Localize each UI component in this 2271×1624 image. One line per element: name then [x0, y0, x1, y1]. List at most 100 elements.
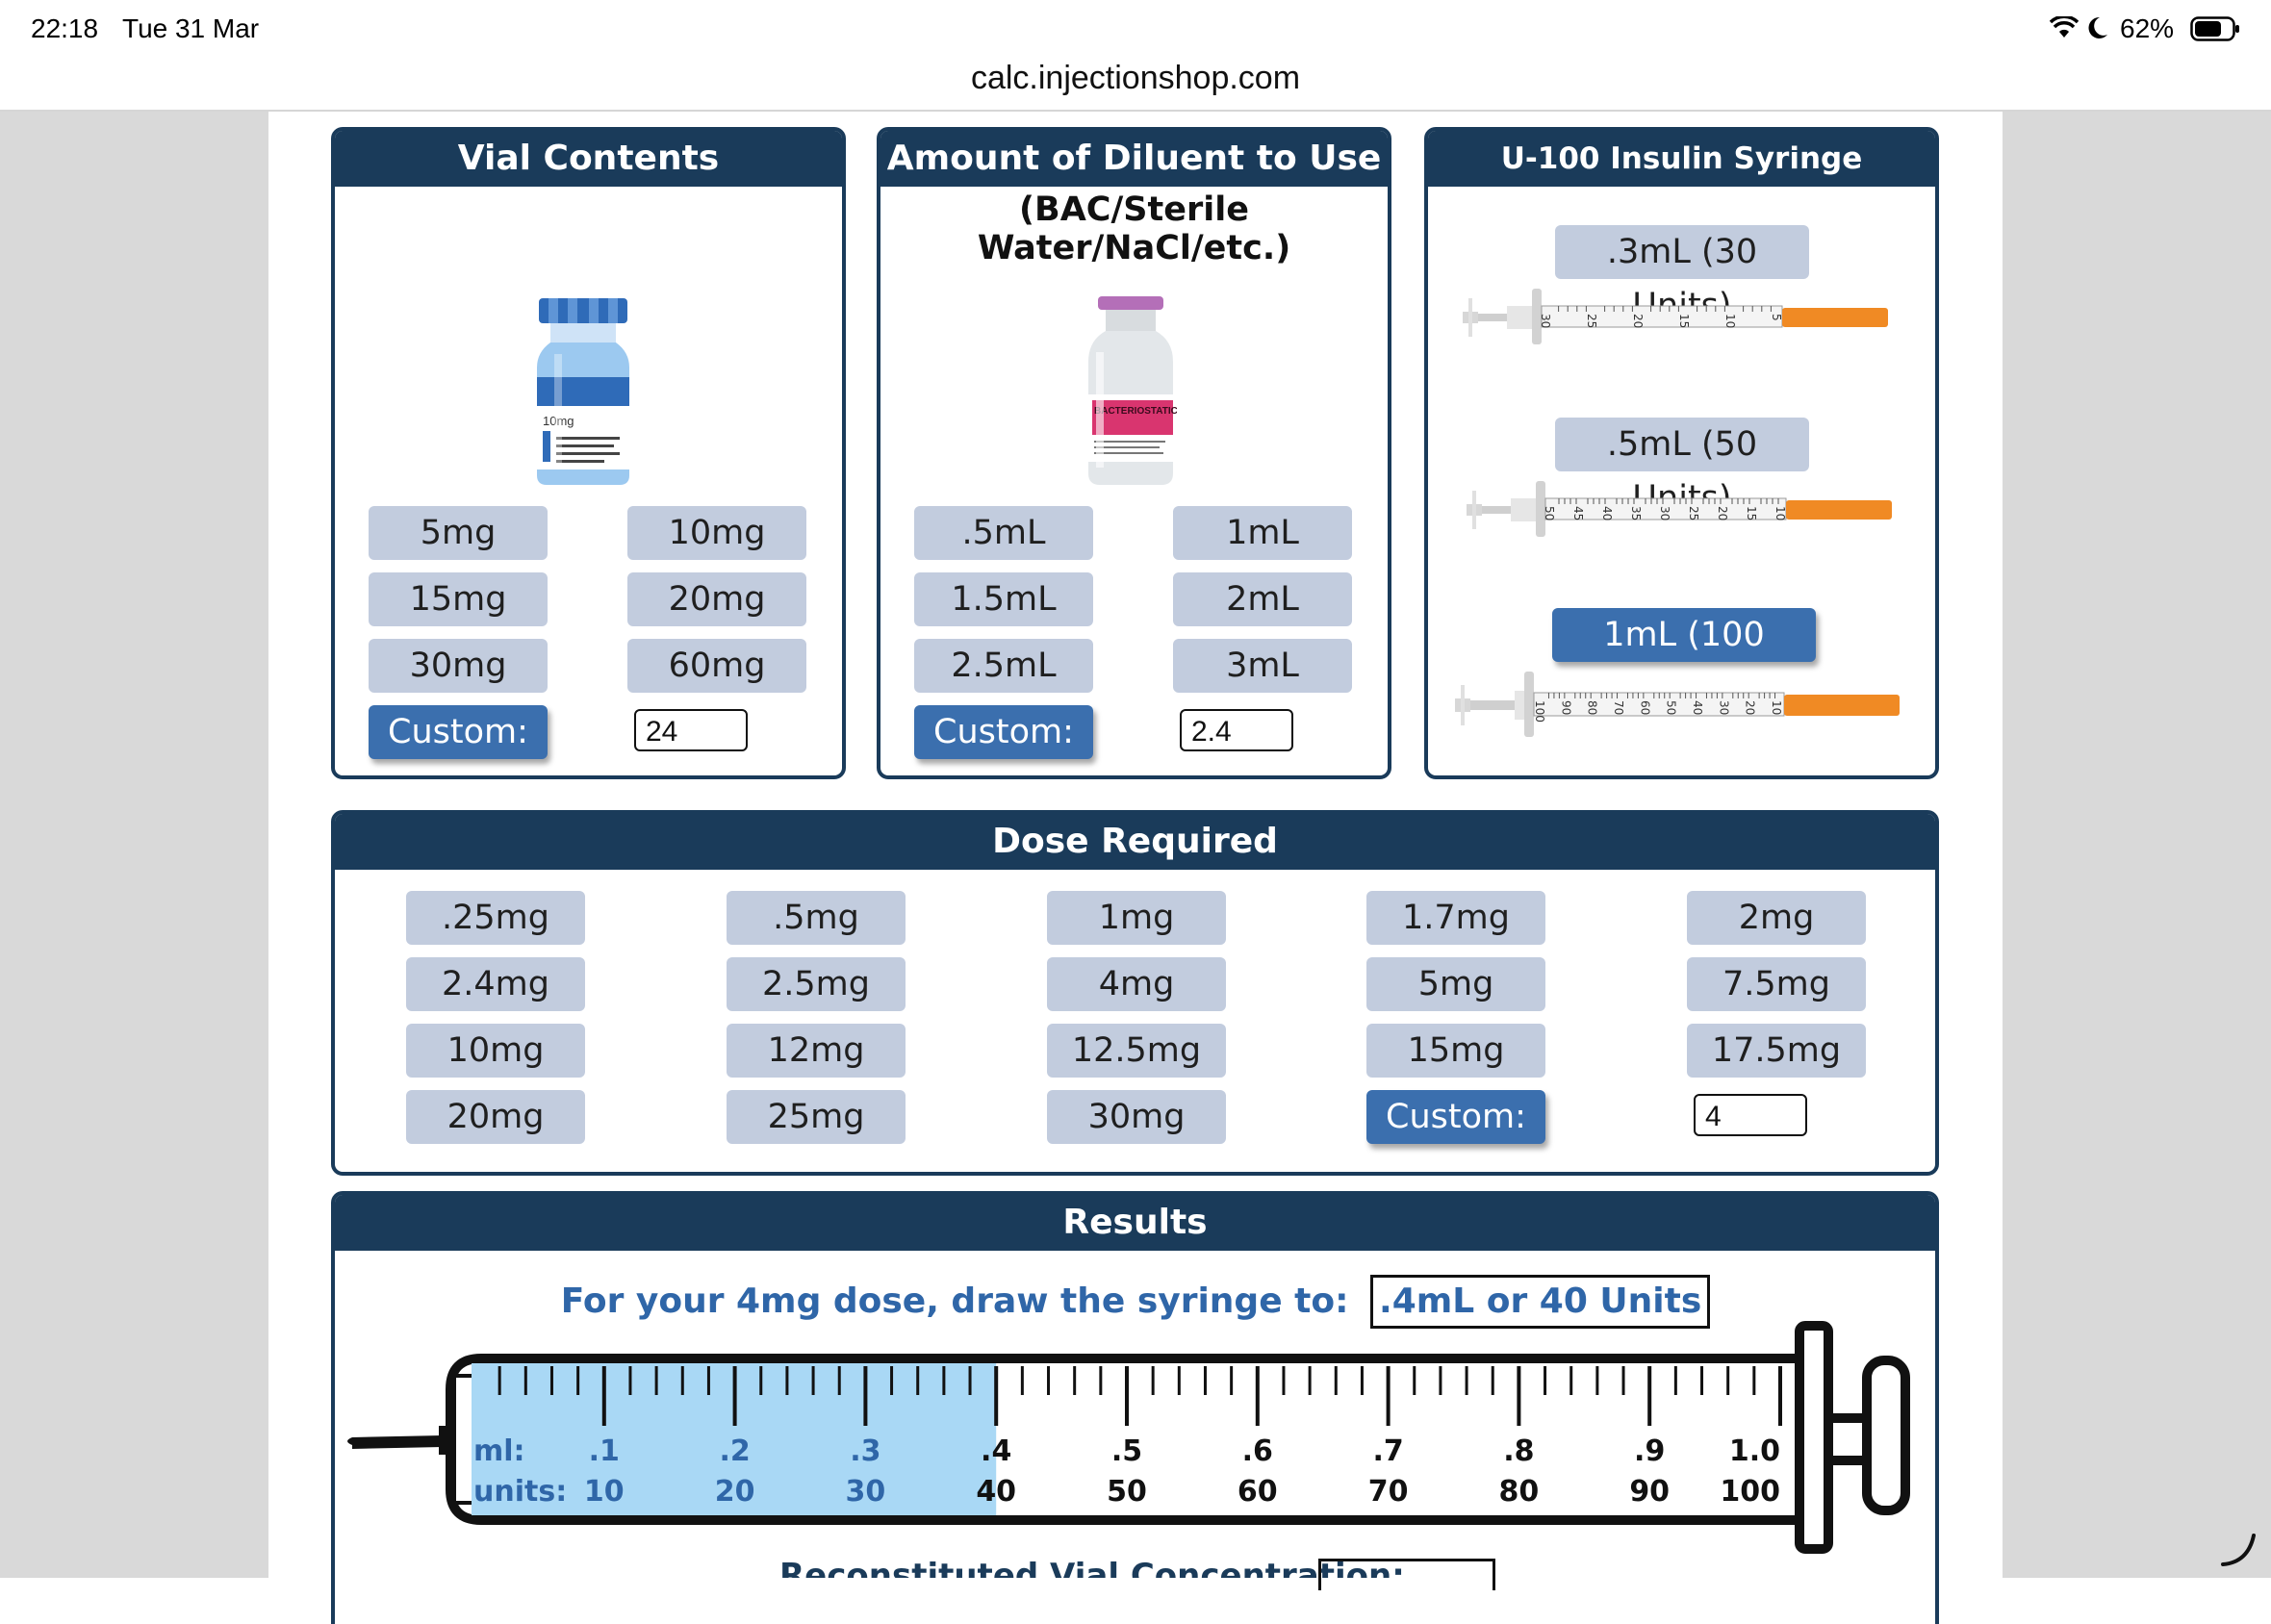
- concentration-value-box: [1318, 1559, 1495, 1590]
- syringe-scale-label: 10: [1773, 506, 1787, 520]
- ml-tick-label: .6: [1242, 1434, 1273, 1468]
- dose-option-0-5mg[interactable]: .5mg: [727, 891, 906, 945]
- syringe-size-panel: U-100 Insulin Syringe Size/Capacity .3mL…: [1424, 127, 1939, 779]
- panel-title: Dose Required: [335, 814, 1935, 870]
- scale-labels: .110.220.330.440.550.660.770.880.9901.01…: [584, 1434, 1780, 1509]
- syringe-scale-label: 90: [1559, 700, 1572, 715]
- dose-option-2-4mg[interactable]: 2.4mg: [406, 957, 585, 1011]
- ml-tick-label: .3: [850, 1434, 880, 1468]
- dose-option-12mg[interactable]: 12mg: [727, 1024, 906, 1078]
- syringe-scale-label: 30: [1539, 314, 1552, 328]
- syringe-scale-label: 30: [1658, 506, 1671, 520]
- calculator-page: Vial Contents 10mg 5mg 10mg 15mg 20mg 30…: [268, 112, 2003, 1624]
- diluent-option-1ml[interactable]: 1mL: [1173, 506, 1352, 560]
- ml-tick-label: .2: [719, 1434, 750, 1468]
- dose-option-0-25mg[interactable]: .25mg: [406, 891, 585, 945]
- dose-option-5mg[interactable]: 5mg: [1366, 957, 1545, 1011]
- unit-tick-label: 60: [1238, 1475, 1278, 1509]
- diluent-option-3ml[interactable]: 3mL: [1173, 639, 1352, 693]
- panel-title: Results: [335, 1195, 1935, 1251]
- syringe-scale-label: 25: [1585, 314, 1598, 328]
- diluent-option-2-5ml[interactable]: 2.5mL: [914, 639, 1093, 693]
- dose-option-30mg[interactable]: 30mg: [1047, 1090, 1226, 1144]
- bacteriostatic-water-vial-icon: BACTERIOSTATIC WATER: [1088, 296, 1177, 485]
- syringe-scale-label: 10: [1723, 314, 1737, 328]
- dose-option-4mg[interactable]: 4mg: [1047, 957, 1226, 1011]
- dose-option-25mg[interactable]: 25mg: [727, 1090, 906, 1144]
- diluent-vial-label: BACTERIOSTATIC WATER: [1094, 406, 1177, 417]
- syringe-option-0-5ml[interactable]: .5mL (50 Units): [1555, 418, 1809, 518]
- unit-tick-label: 50: [1107, 1475, 1147, 1509]
- syringe-scale-label: 30: [1717, 700, 1730, 715]
- diluent-custom-button[interactable]: Custom:: [914, 705, 1093, 759]
- address-bar[interactable]: calc.injectionshop.com: [0, 58, 2271, 110]
- syringe-scale-label: 40: [1691, 700, 1704, 715]
- ml-tick-label: .1: [589, 1434, 620, 1468]
- diluent-option-0-5ml[interactable]: .5mL: [914, 506, 1093, 560]
- syringe-scale-label: 20: [1631, 314, 1645, 328]
- syringe-scale-label: 100: [1533, 700, 1546, 723]
- dose-option-15mg[interactable]: 15mg: [1366, 1024, 1545, 1078]
- vial-label: 10mg: [543, 414, 574, 428]
- vial-option-5mg[interactable]: 5mg: [369, 506, 548, 560]
- unit-tick-label: 100: [1720, 1475, 1780, 1509]
- dose-required-panel: Dose Required .25mg .5mg 1mg 1.7mg 2mg 2…: [331, 810, 1939, 1176]
- concentration-line: Reconstituted Vial Concentration:: [779, 1557, 1405, 1578]
- dose-custom-input[interactable]: 4: [1694, 1094, 1807, 1136]
- panel-subtitle: (BAC/Sterile Water/NaCl/etc.): [977, 190, 1291, 267]
- ml-tick-label: .8: [1503, 1434, 1534, 1468]
- diluent-custom-input[interactable]: 2.4: [1180, 709, 1293, 751]
- dose-option-2mg[interactable]: 2mg: [1687, 891, 1866, 945]
- vial-option-20mg[interactable]: 20mg: [627, 572, 806, 626]
- moon-icon: [2088, 16, 2107, 38]
- status-bar: 22:18 Tue 31 Mar 62%: [0, 0, 2271, 58]
- dose-option-17-5mg[interactable]: 17.5mg: [1687, 1024, 1866, 1078]
- syringe-scale-label: 15: [1745, 506, 1758, 520]
- vial-option-15mg[interactable]: 15mg: [369, 572, 548, 626]
- result-answer: .4mL or 40 Units: [1370, 1275, 1711, 1329]
- unit-tick-label: 30: [846, 1475, 886, 1509]
- dose-option-12-5mg[interactable]: 12.5mg: [1047, 1024, 1226, 1078]
- vial-option-30mg[interactable]: 30mg: [369, 639, 548, 693]
- wifi-icon: [2050, 16, 2079, 38]
- ml-tick-label: 1.0: [1729, 1434, 1780, 1468]
- syringe-option-1ml[interactable]: 1mL (100 Units): [1552, 608, 1816, 708]
- dose-option-1mg[interactable]: 1mg: [1047, 891, 1226, 945]
- vial-custom-input[interactable]: 24: [634, 709, 748, 751]
- ml-axis-label: ml:: [473, 1434, 525, 1468]
- vial-option-60mg[interactable]: 60mg: [627, 639, 806, 693]
- diluent-option-2ml[interactable]: 2mL: [1173, 572, 1352, 626]
- syringe-option-0-3ml[interactable]: .3mL (30 Units): [1555, 225, 1809, 325]
- syringe-scale-label: 45: [1571, 506, 1585, 520]
- syringe-scale-label: 20: [1744, 700, 1757, 715]
- dose-custom-button[interactable]: Custom:: [1366, 1090, 1545, 1144]
- divider: [0, 110, 2271, 112]
- needle: [347, 1435, 443, 1449]
- dose-option-2-5mg[interactable]: 2.5mg: [727, 957, 906, 1011]
- dose-option-20mg[interactable]: 20mg: [406, 1090, 585, 1144]
- dose-option-10mg[interactable]: 10mg: [406, 1024, 585, 1078]
- panel-title: Amount of Diluent to Use: [880, 131, 1388, 187]
- unit-tick-label: 80: [1499, 1475, 1540, 1509]
- unit-tick-label: 20: [715, 1475, 755, 1509]
- plunger-thumb: [1862, 1356, 1910, 1515]
- vial-custom-button[interactable]: Custom:: [369, 705, 548, 759]
- resize-corner-icon: [2221, 1534, 2256, 1566]
- scale-ticks: [498, 1366, 1782, 1426]
- syringe-scale-label: 70: [1612, 700, 1625, 715]
- syringe-scale-label: 50: [1665, 700, 1678, 715]
- peptide-vial-icon: 10mg: [537, 298, 629, 485]
- syringe-scale-label: 20: [1716, 506, 1729, 520]
- diluent-option-1-5ml[interactable]: 1.5mL: [914, 572, 1093, 626]
- ml-tick-label: .5: [1111, 1434, 1142, 1468]
- vial-option-10mg[interactable]: 10mg: [627, 506, 806, 560]
- result-syringe-diagram: .110.220.330.440.550.660.770.880.9901.01…: [347, 1321, 1910, 1554]
- dose-option-7-5mg[interactable]: 7.5mg: [1687, 957, 1866, 1011]
- url-text[interactable]: calc.injectionshop.com: [970, 60, 1301, 96]
- dose-option-1-7mg[interactable]: 1.7mg: [1366, 891, 1545, 945]
